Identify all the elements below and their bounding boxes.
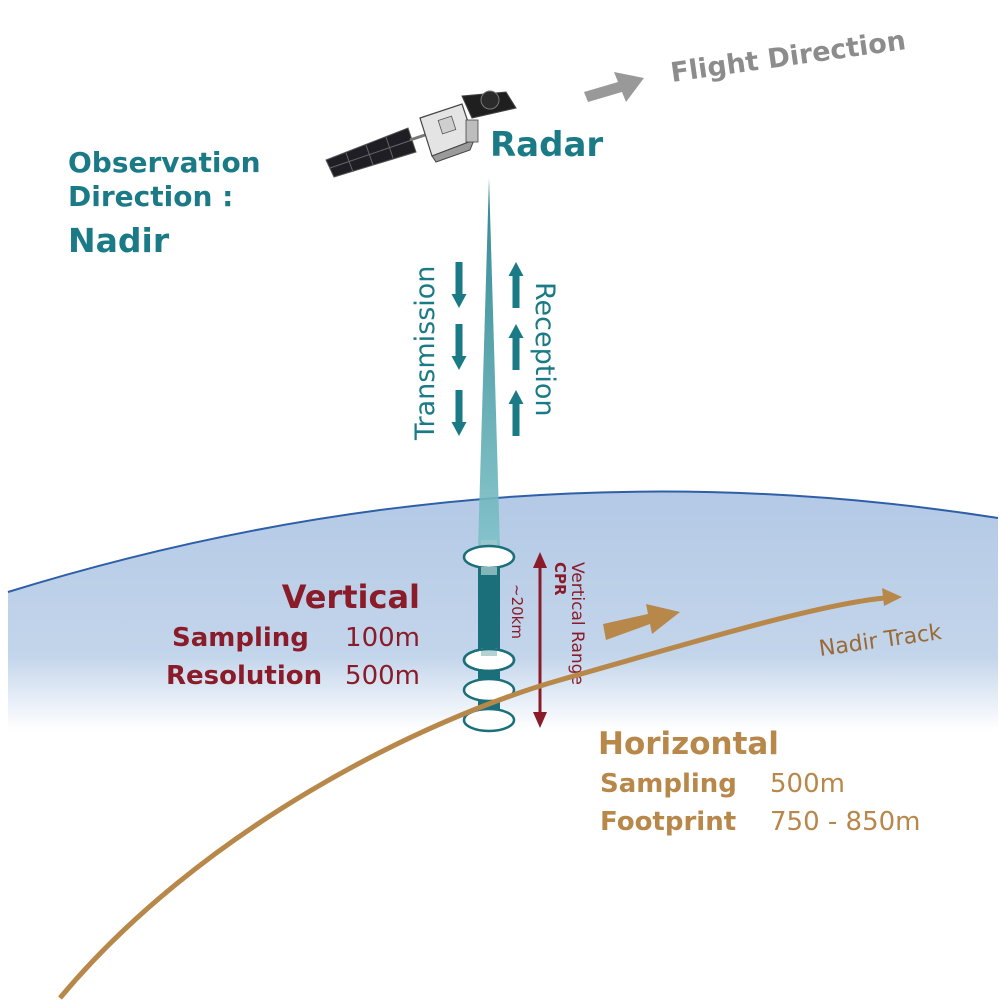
reception-label: Reception	[529, 282, 560, 416]
arrow-up-icon	[508, 262, 524, 308]
footprint-ellipse-3	[462, 677, 516, 703]
flight-arrow-icon	[584, 72, 644, 102]
arrow-down-icon	[451, 262, 467, 308]
satellite-icon	[325, 90, 517, 178]
horizontal-footprint-label: Footprint	[600, 807, 736, 837]
horizontal-footprint-value: 750 - 850m	[770, 807, 921, 837]
radar-beam	[478, 178, 500, 548]
cpr-value: ~20km	[508, 584, 526, 639]
vertical-sampling-value: 100m	[345, 623, 420, 653]
flight-direction-label: Flight Direction	[669, 25, 908, 89]
arrow-up-icon	[508, 390, 524, 436]
cpr-subtitle: Vertical Range	[567, 562, 587, 685]
observation-value: Nadir	[68, 221, 170, 260]
arrow-up-icon	[508, 324, 524, 370]
horizontal-sampling-value: 500m	[770, 769, 845, 799]
observation-line2: Direction :	[68, 180, 233, 213]
beam-column-segment	[478, 567, 500, 649]
horizontal-title: Horizontal	[598, 726, 779, 762]
atmosphere-layer	[8, 491, 998, 790]
vertical-resolution-value: 500m	[345, 661, 420, 691]
beam-volume-overlay	[481, 648, 497, 656]
vertical-title: Vertical	[282, 578, 420, 616]
arrow-down-icon	[451, 390, 467, 436]
footprint-ellipse-4	[462, 707, 516, 733]
footprint-ellipse-2-outline	[462, 647, 516, 673]
transmission-arrows	[451, 262, 467, 436]
cpr-range-arrow-down-icon	[533, 712, 547, 728]
cpr-range-arrow-up-icon	[533, 552, 547, 568]
nadir-track-arrow-icon	[882, 588, 902, 606]
radar-label: Radar	[490, 125, 603, 165]
vertical-sampling-label: Sampling	[172, 623, 309, 653]
footprint-ellipse-top	[462, 544, 516, 570]
transmission-label: Transmission	[410, 266, 441, 441]
beam-volume-overlay	[481, 567, 497, 575]
track-direction-arrow-icon	[603, 604, 680, 640]
atmosphere-edge	[7, 490, 999, 593]
nadir-track	[58, 595, 886, 1000]
cpr-title: CPR	[551, 562, 569, 596]
horizontal-sampling-label: Sampling	[600, 769, 737, 799]
reception-arrows	[508, 262, 524, 436]
observation-line1: Observation	[68, 146, 261, 179]
vertical-resolution-label: Resolution	[166, 661, 322, 691]
arrow-down-icon	[451, 324, 467, 370]
